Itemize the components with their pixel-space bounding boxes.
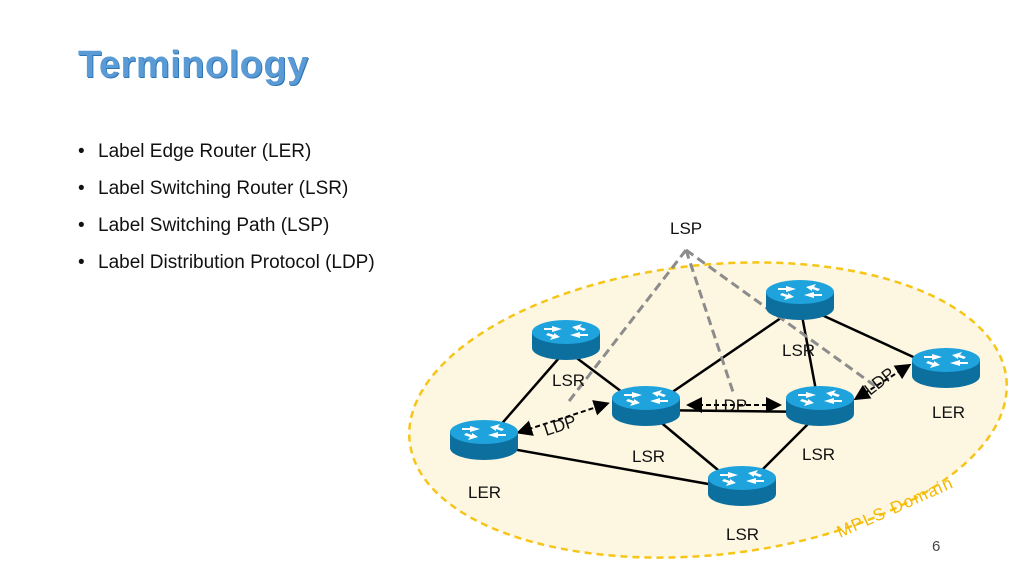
router-icon — [912, 348, 980, 388]
lsp-label: LSP — [670, 219, 702, 238]
page-title: Terminology — [78, 44, 309, 86]
router-icon — [708, 466, 776, 506]
router-icon — [786, 386, 854, 426]
router-label: LSR — [726, 525, 759, 544]
page-number: 6 — [932, 538, 941, 555]
bullet-item: •Label Switching Path (LSP) — [78, 215, 330, 236]
router-icon — [532, 320, 600, 360]
router-icon — [450, 420, 518, 460]
router-label: LER — [468, 483, 501, 502]
router-label: LER — [932, 403, 965, 422]
ldp-arrows — [516, 363, 912, 436]
lsp-paths — [564, 248, 879, 406]
bullet-list: •Label Edge Router (LER) •Label Switchin… — [78, 138, 375, 286]
ldp-label: LDP — [714, 396, 747, 415]
bullet-item: •Label Edge Router (LER) — [78, 141, 312, 162]
router-label: LSR — [802, 445, 835, 464]
router-icon — [612, 386, 680, 426]
router-icon — [766, 280, 834, 320]
router-label: LSR — [552, 371, 585, 390]
router-label: LSR — [632, 447, 665, 466]
bullet-item: •Label Switching Router (LSR) — [78, 178, 349, 199]
router-label: LSR — [782, 341, 815, 360]
bullet-item: •Label Distribution Protocol (LDP) — [78, 252, 375, 273]
